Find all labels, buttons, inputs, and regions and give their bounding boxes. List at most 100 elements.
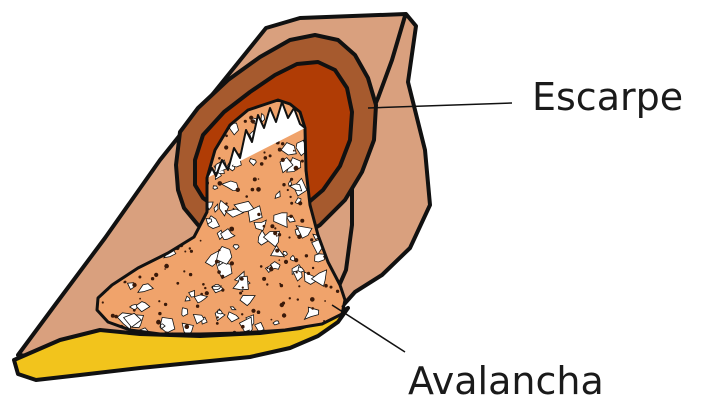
debris-speck: [217, 316, 219, 318]
debris-speck: [225, 210, 227, 212]
debris-speck: [189, 247, 191, 249]
debris-speck: [217, 270, 221, 274]
debris-speck: [273, 231, 277, 235]
debris-speck: [143, 140, 147, 144]
debris-speck: [324, 300, 326, 302]
debris-speck: [294, 258, 298, 262]
debris-speck: [289, 215, 292, 218]
debris-speck: [230, 261, 234, 265]
debris-speck: [271, 319, 273, 321]
debris-speck: [136, 145, 140, 149]
debris-speck: [224, 145, 228, 149]
debris-speck: [233, 208, 235, 210]
debris-fragment: [114, 112, 120, 116]
debris-speck: [143, 107, 146, 110]
debris-speck: [331, 335, 333, 337]
debris-speck: [196, 305, 199, 308]
debris-fragment: [114, 137, 121, 144]
debris-speck: [311, 307, 314, 310]
debris-speck: [205, 291, 209, 295]
debris-speck: [289, 196, 291, 198]
debris-speck: [290, 178, 293, 181]
debris-fragment: [101, 152, 104, 156]
debris-fragment: [114, 102, 120, 108]
debris-speck: [128, 137, 132, 141]
avalancha-leader-line: [332, 305, 405, 352]
debris-speck: [288, 236, 290, 238]
debris-speck: [128, 189, 131, 192]
debris-speck: [106, 102, 109, 105]
debris-fragment: [107, 145, 113, 151]
debris-speck: [102, 301, 104, 303]
debris-fragment: [172, 112, 179, 117]
debris-fragment: [112, 164, 122, 176]
debris-speck: [215, 260, 219, 264]
debris-speck: [287, 189, 289, 191]
debris-speck: [269, 267, 274, 272]
debris-speck: [257, 310, 261, 314]
debris-speck: [240, 277, 244, 281]
debris-speck: [161, 142, 163, 144]
debris-speck: [108, 120, 110, 122]
debris-fragment: [115, 144, 128, 153]
debris-speck: [184, 251, 186, 253]
debris-speck: [241, 313, 243, 315]
debris-speck: [107, 171, 109, 173]
debris-speck: [190, 250, 193, 253]
debris-speck: [139, 298, 141, 300]
debris-speck: [154, 273, 158, 277]
debris-fragment: [98, 214, 106, 218]
debris-speck: [114, 315, 118, 319]
debris-speck: [118, 193, 120, 195]
debris-speck: [298, 201, 302, 205]
debris-speck: [156, 320, 161, 325]
debris-speck: [249, 116, 253, 120]
debris-fragment: [115, 181, 120, 187]
debris-speck: [281, 158, 285, 162]
debris-speck: [216, 322, 219, 325]
debris-speck: [204, 287, 206, 289]
debris-speck: [282, 183, 285, 186]
debris-speck: [115, 108, 119, 112]
debris-speck: [280, 284, 283, 287]
debris-speck: [324, 284, 328, 288]
debris-speck: [282, 302, 285, 305]
debris-speck: [138, 276, 141, 279]
debris-speck: [282, 313, 286, 317]
debris-speck: [132, 192, 134, 194]
debris-fragment: [99, 213, 109, 226]
debris-speck: [244, 120, 247, 123]
debris-speck: [242, 290, 244, 292]
debris-speck: [260, 162, 264, 166]
debris-fragment: [213, 186, 218, 190]
debris-speck: [275, 249, 279, 253]
debris-fragment: [326, 337, 329, 341]
debris-speck: [279, 259, 281, 261]
debris-speck: [251, 309, 255, 313]
debris-speck: [131, 110, 136, 115]
debris-fragment: [128, 151, 132, 157]
debris-speck: [218, 157, 221, 160]
debris-speck: [189, 273, 192, 276]
debris-speck: [258, 178, 260, 180]
debris-speck: [267, 267, 269, 269]
debris-speck: [164, 264, 169, 269]
debris-speck: [236, 188, 240, 192]
debris-speck: [176, 282, 179, 285]
debris-fragment: [102, 203, 113, 216]
debris-speck: [245, 195, 248, 198]
debris-speck: [289, 297, 291, 299]
debris-speck: [158, 300, 160, 302]
debris-speck: [133, 123, 136, 126]
debris-speck: [289, 160, 291, 162]
debris-fragment: [92, 108, 105, 124]
debris-fragment: [162, 141, 168, 147]
debris-fragment: [124, 102, 128, 107]
debris-speck: [185, 324, 190, 329]
debris-fragment: [101, 212, 115, 223]
debris-speck: [111, 314, 115, 318]
debris-speck: [330, 286, 333, 289]
debris-speck: [100, 141, 103, 144]
